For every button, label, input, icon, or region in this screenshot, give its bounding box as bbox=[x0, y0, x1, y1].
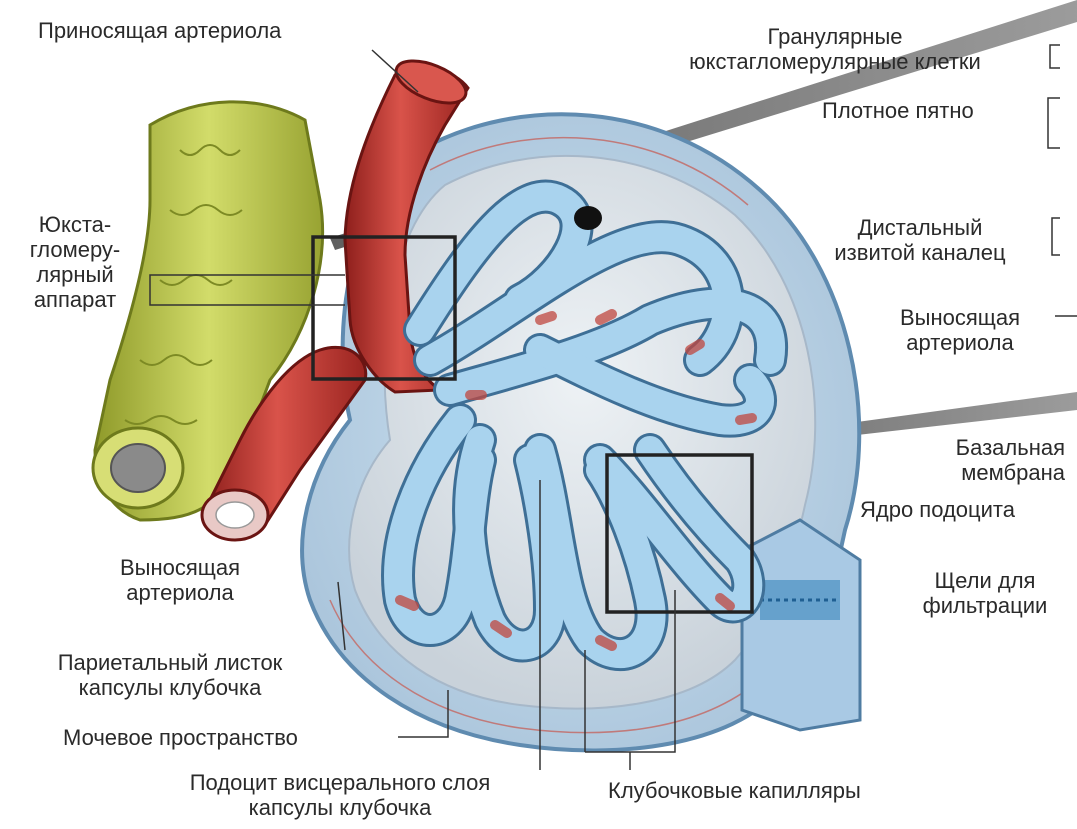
label-macula-densa: Плотное пятно bbox=[822, 98, 974, 123]
label-efferent-arteriole-left: Выносящая артериола bbox=[80, 555, 280, 605]
label-parietal-layer: Париетальный листок капсулы клубочка bbox=[5, 650, 335, 700]
label-efferent-arteriole-right: Выносящая артериола bbox=[870, 305, 1050, 355]
label-distal-tubule: Дистальный извитой каналец bbox=[800, 215, 1040, 265]
label-granular-cells: Гранулярные юкстагломерулярные клетки bbox=[625, 24, 1045, 74]
label-urinary-space: Мочевое пространство bbox=[63, 725, 298, 750]
label-capillaries: Клубочковые капилляры bbox=[608, 778, 861, 803]
label-podocyte-nucleus: Ядро подоцита bbox=[860, 497, 1015, 522]
label-afferent-arteriole: Приносящая артериола bbox=[38, 18, 281, 43]
proximal-tubule bbox=[742, 520, 860, 730]
label-basement-membrane: Базальная мембрана bbox=[900, 435, 1065, 485]
podocyte-nucleus-dot bbox=[574, 206, 602, 230]
label-filtration-slits: Щели для фильтрации bbox=[895, 568, 1075, 618]
label-podocyte: Подоцит висцерального слоя капсулы клубо… bbox=[130, 770, 550, 820]
label-jga: Юкста- гломеру- лярный аппарат bbox=[5, 212, 145, 312]
